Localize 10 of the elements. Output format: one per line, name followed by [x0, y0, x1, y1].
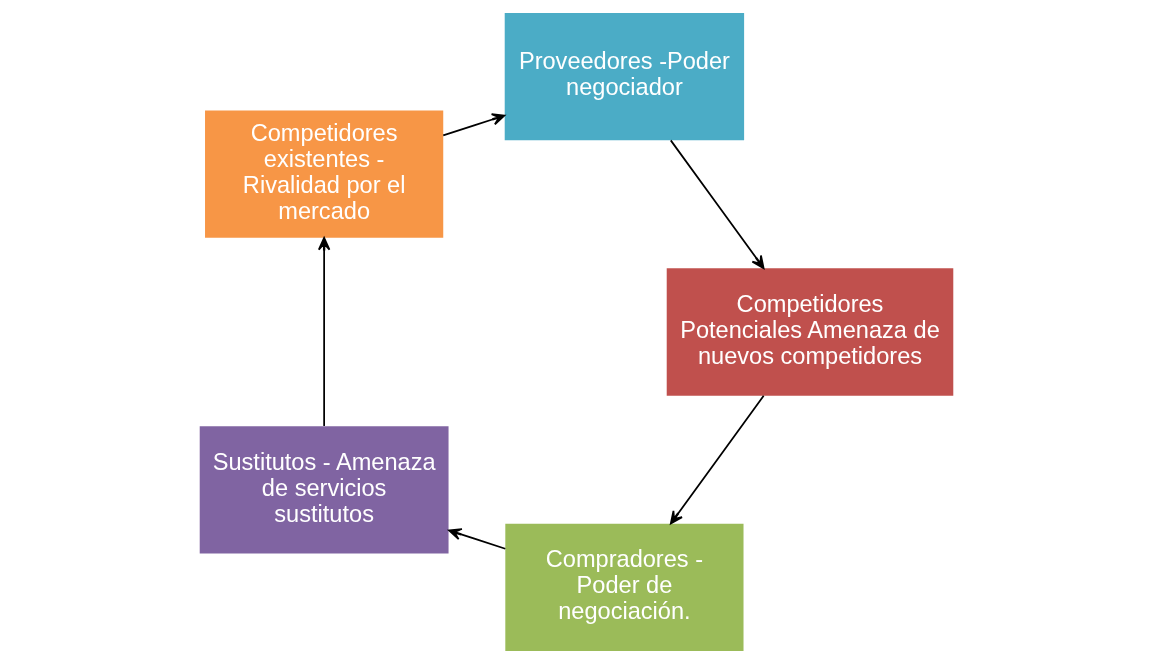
arrow [448, 528, 507, 550]
node-box: Proveedores -Poder negociador [504, 12, 745, 141]
arrow [442, 113, 506, 137]
node-box: Compradores - Poder de negociación. [505, 523, 744, 652]
arrow [317, 237, 331, 427]
node-box: Sustitutos - Amenaza de servicios sustitutos [199, 426, 449, 554]
node-box: Competidores existentes - Rivalidad por el mercado [205, 110, 444, 238]
arrow [669, 139, 765, 270]
arrow [669, 394, 765, 525]
node-box: Competidores Potenciales Amenaza de nuevos competidores [666, 268, 954, 396]
